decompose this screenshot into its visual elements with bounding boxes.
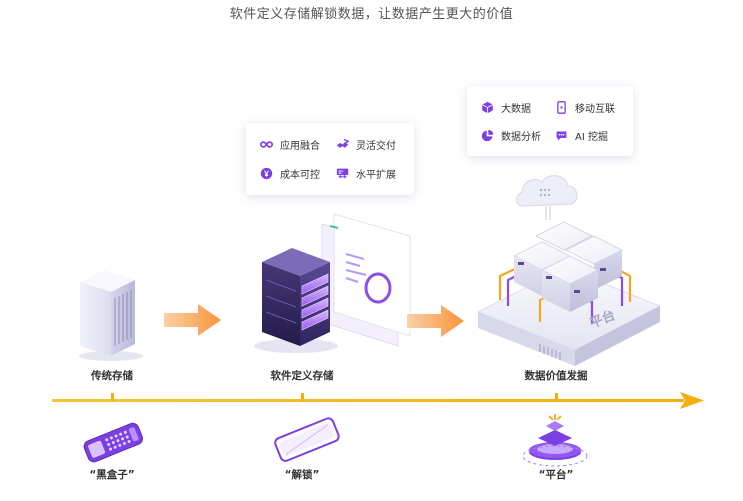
progress-arrow-2 xyxy=(407,305,464,337)
pie-chart-icon xyxy=(481,129,494,142)
timeline-tick xyxy=(301,393,304,401)
feature-item-flexible-delivery: 灵活交付 xyxy=(336,137,396,152)
traditional-storage-tower xyxy=(79,270,143,361)
feature-label: 成本可控 xyxy=(280,170,320,181)
dashboard-panel xyxy=(321,213,411,347)
scale-out-icon xyxy=(336,168,349,179)
page-subtitle: 软件定义存储解锁数据，让数据产生更大的价值 xyxy=(229,7,514,22)
chat-bubble-icon xyxy=(556,131,567,141)
feature-label: 数据分析 xyxy=(501,132,541,143)
feature-item-app-fusion: 应用融合 xyxy=(260,137,320,152)
stage-label-sds: 软件定义存储 xyxy=(270,370,334,382)
quote-label-unlock: “解锁” xyxy=(284,469,320,481)
data-value-platform xyxy=(476,175,662,366)
handshake-icon xyxy=(336,139,349,148)
timeline-tick xyxy=(111,393,114,401)
yen-coin-icon xyxy=(260,167,273,180)
cloud-icon xyxy=(516,175,578,220)
feature-card-platform: 大数据 移动互联 数据分析 AI 挖掘 xyxy=(467,86,633,156)
stage-label-traditional: 传统存储 xyxy=(91,370,133,382)
cube-icon xyxy=(482,101,493,114)
quote-label-black-box: “黑盒子” xyxy=(89,469,135,481)
feature-label: 应用融合 xyxy=(280,141,320,152)
smartphone-icon xyxy=(274,417,340,462)
software-defined-storage-rack xyxy=(254,213,411,353)
quote-label-platform: “平台” xyxy=(538,469,574,481)
feature-card-sds: 应用融合 灵活交付 成本可控 水平扩展 xyxy=(246,123,414,195)
feature-item-cost-control: 成本可控 xyxy=(260,166,320,181)
feature-label: AI 挖掘 xyxy=(575,132,608,143)
feature-phone-icon xyxy=(83,422,144,463)
platform-hub-icon xyxy=(522,414,588,467)
stage-label-data-value: 数据价值发掘 xyxy=(524,370,588,382)
feature-item-mobile-internet: 移动互联 xyxy=(555,100,615,115)
feature-item-data-analysis: 数据分析 xyxy=(481,128,541,143)
feature-label: 移动互联 xyxy=(575,104,615,115)
feature-item-ai-mining: AI 挖掘 xyxy=(555,128,608,143)
feature-item-big-data: 大数据 xyxy=(481,100,531,115)
feature-item-scale-out: 水平扩展 xyxy=(336,166,396,181)
feature-label: 大数据 xyxy=(501,104,531,115)
feature-label: 水平扩展 xyxy=(356,170,396,181)
progress-arrow-1 xyxy=(164,304,221,336)
infinity-icon xyxy=(260,141,273,148)
mobile-phone-icon xyxy=(557,101,566,114)
timeline-tick xyxy=(555,393,558,401)
timeline xyxy=(52,392,704,409)
feature-label: 灵活交付 xyxy=(356,141,396,152)
